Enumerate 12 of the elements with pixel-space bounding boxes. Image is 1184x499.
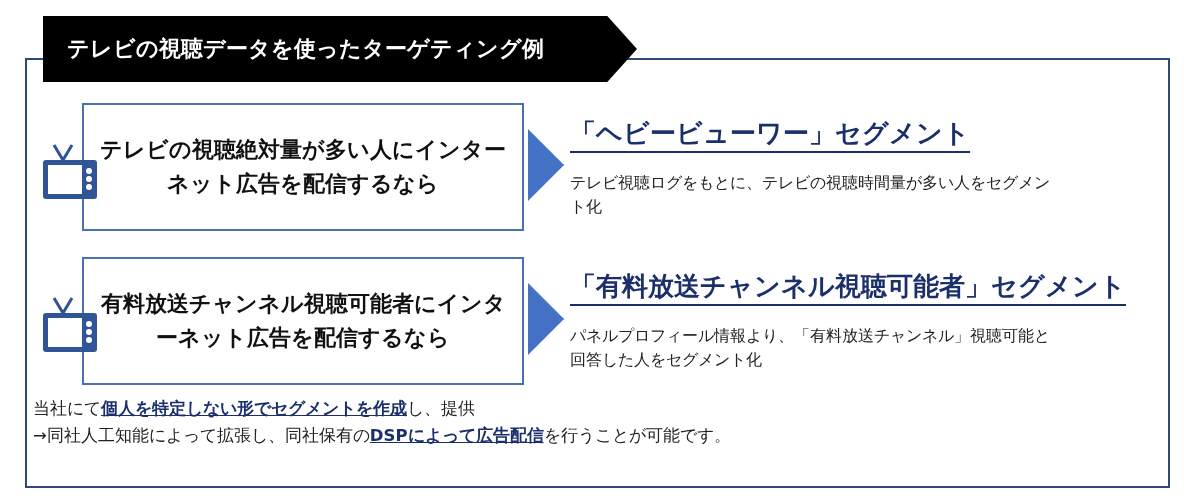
condition-box — [82, 103, 524, 231]
note-text: →同社人工知能によって拡張し、同社保有のDSPによって広告配信を行うことが可能です。 — [33, 425, 731, 447]
condition-text: テレビの視聴絶対量が多い人にインターネット広告を配信するなら — [99, 136, 507, 198]
condition-box — [82, 257, 524, 385]
segment-description: パネルプロフィール情報より、「有料放送チャンネル」視聴可能と回答した人をセグメント化 — [570, 325, 1050, 371]
segment-heading: 「ヘビービューワー」セグメント — [570, 115, 970, 153]
chevron-arrow — [528, 129, 565, 201]
condition-text: 有料放送チャンネル視聴可能者にインターネット広告を配信するなら — [99, 290, 507, 352]
chevron-arrow — [528, 283, 565, 355]
title-banner: テレビの視聴データを使ったターゲティング例 — [43, 16, 637, 82]
segment-heading: 「有料放送チャンネル視聴可能者」セグメント — [570, 268, 1126, 306]
segment-description: テレビ視聴ログをもとに、テレビの視聴時間量が多い人をセグメント化 — [570, 172, 1050, 218]
